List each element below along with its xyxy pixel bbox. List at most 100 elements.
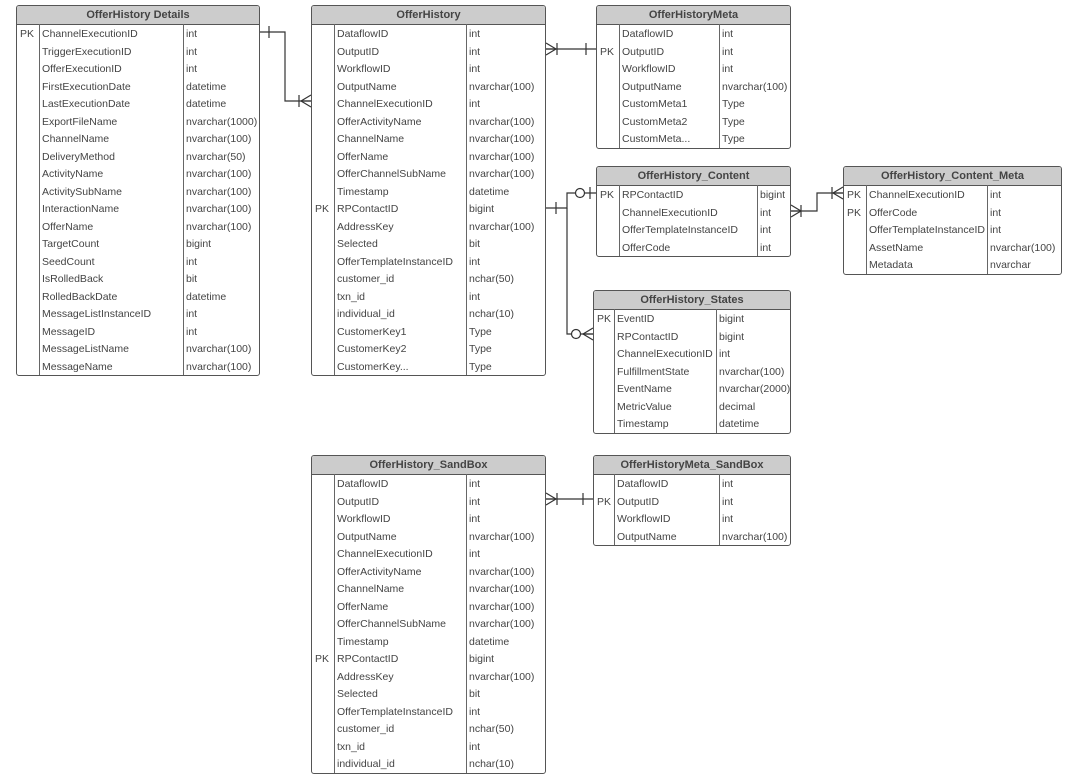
crow-foot-line [832, 186, 844, 194]
table-title: OfferHistory Details [17, 6, 259, 25]
column-type: decimal [719, 400, 756, 413]
column-type: nvarchar(100) [186, 220, 252, 233]
column-name: FulfillmentState [617, 365, 690, 378]
column-type: nvarchar(100) [469, 565, 535, 578]
column-type: nvarchar(2000) [719, 383, 791, 395]
column-divider [619, 24, 620, 148]
table-title: OfferHistoryMeta_SandBox [594, 456, 790, 475]
column-name: TriggerExecutionID [42, 45, 132, 58]
column-name: AddressKey [337, 220, 394, 233]
crow-foot-line [300, 100, 312, 108]
column-name: DeliveryMethod [42, 150, 115, 163]
column-name: MessageListName [42, 343, 129, 355]
column-name: MessageID [42, 325, 96, 338]
table-row: ChannelName nvarchar(100) [17, 131, 259, 149]
crow-foot-line [790, 204, 802, 212]
column-divider [466, 24, 467, 375]
column-type: int [719, 348, 731, 360]
table-title: OfferHistory [312, 6, 545, 25]
column-type: nvarchar(100) [469, 583, 535, 595]
column-type: bigint [469, 653, 495, 665]
column-divider [466, 474, 467, 773]
connector-path [566, 208, 593, 335]
crow-foot-line [582, 333, 594, 341]
column-type: nvarchar(100) [469, 600, 535, 613]
column-name: ChannelExecutionID [337, 98, 433, 110]
column-name: InteractionName [42, 203, 120, 215]
column-name: WorkflowID [622, 63, 676, 75]
connector-path [791, 192, 843, 212]
column-name: OutputName [617, 530, 677, 543]
column-type: datetime [469, 635, 510, 648]
column-name: EventName [617, 383, 672, 395]
table-row: ChannelExecutionID int [312, 96, 545, 114]
column-type: int [186, 255, 198, 268]
key-marker: PK [847, 189, 862, 201]
column-type: Type [722, 133, 745, 145]
column-name: RPContactID [337, 203, 399, 215]
column-divider [719, 24, 720, 148]
column-type: nvarchar(100) [186, 133, 252, 145]
column-name: RPContactID [617, 330, 679, 343]
crow-foot-line [545, 42, 557, 50]
column-type: Type [469, 343, 492, 355]
table-title: OfferHistoryMeta [597, 6, 790, 25]
column-name: ChannelExecutionID [622, 206, 718, 219]
column-type: nvarchar(100) [469, 133, 535, 145]
table-row: ChannelName nvarchar(100) [312, 581, 545, 599]
column-name: ChannelExecutionID [617, 348, 713, 360]
connector-path [260, 31, 311, 102]
column-type: nvarchar(100) [186, 360, 252, 373]
column-name: ChannelName [42, 133, 110, 145]
column-type: nchar(50) [469, 273, 514, 285]
column-divider [716, 309, 717, 433]
key-marker: PK [847, 206, 862, 219]
rel-sandbox-metasandbox [545, 492, 593, 506]
table-title: OfferHistory_States [594, 291, 790, 310]
column-name: FirstExecutionDate [42, 80, 131, 93]
column-type: nvarchar(100) [469, 220, 535, 233]
table-row: Selected bit [312, 686, 545, 704]
column-name: OfferChannelSubName [337, 168, 446, 180]
column-name: Selected [337, 688, 378, 700]
column-name: txn_id [337, 740, 366, 753]
column-name: OutputName [622, 80, 682, 93]
column-type: bit [469, 688, 481, 700]
column-name: RPContactID [337, 653, 399, 665]
column-name: AssetName [869, 241, 924, 254]
column-name: ChannelName [337, 583, 405, 595]
column-name: OfferTemplateInstanceID [869, 224, 985, 236]
table-title: OfferHistory_SandBox [312, 456, 545, 475]
column-name: individual_id [337, 308, 395, 320]
column-name: AddressKey [337, 670, 394, 683]
column-type: int [469, 98, 481, 110]
column-name: WorkflowID [337, 63, 391, 75]
column-divider [757, 185, 758, 256]
column-name: OutputID [337, 495, 380, 508]
key-marker: PK [315, 203, 330, 215]
